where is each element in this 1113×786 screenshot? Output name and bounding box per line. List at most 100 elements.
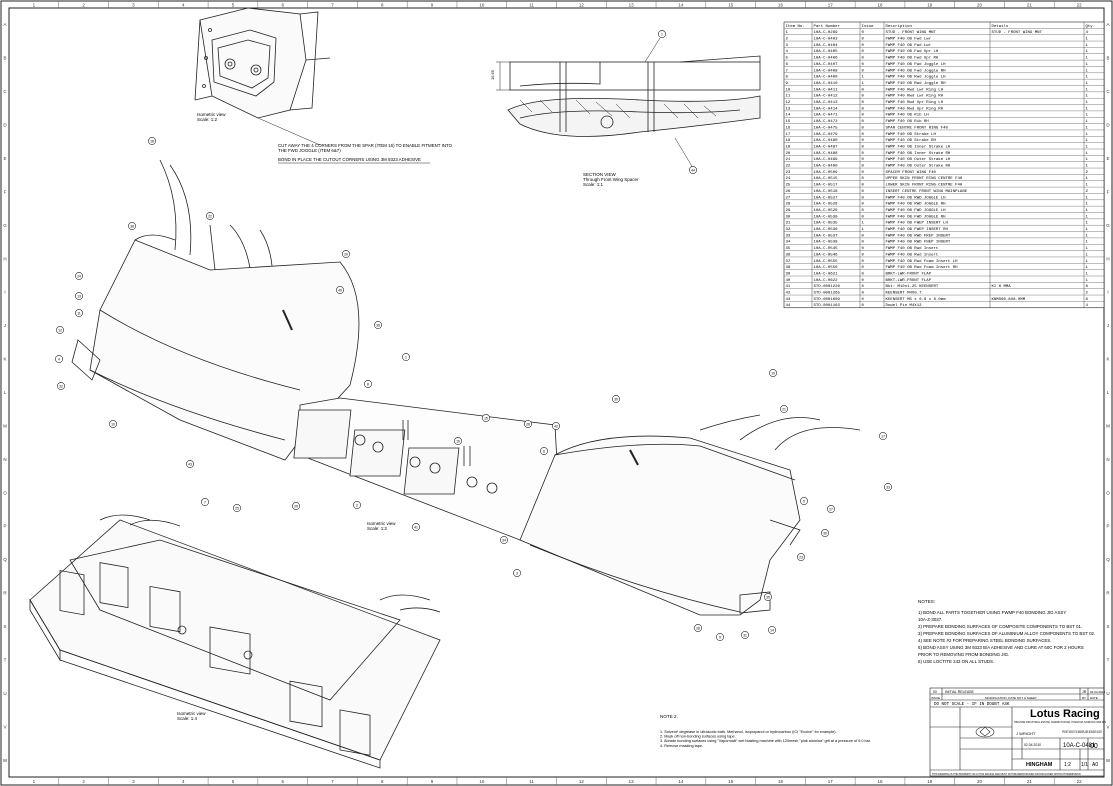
bom-cell: 10A-C-0517 bbox=[814, 184, 839, 188]
bom-cell: FWMP F40 OB FWD JOGGLE LH bbox=[886, 209, 947, 213]
drawing-number: 10A-C-0481 bbox=[1063, 743, 1096, 749]
bom-cell: 10A-C-0475 bbox=[814, 126, 839, 130]
svg-text:34: 34 bbox=[502, 538, 506, 542]
bom-cell: 0 bbox=[862, 304, 865, 308]
bom-cell: FWMP F40 OB Rwd Joggle RH bbox=[886, 81, 947, 86]
bom-cell: 0 bbox=[862, 63, 865, 67]
bom-cell: FWMP F40 OB Inner Strake RH bbox=[886, 151, 951, 156]
callout-balloon: 44 bbox=[689, 166, 697, 174]
svg-text:41: 41 bbox=[414, 525, 418, 529]
bom-cell: FWMP F40 OB RWD FNEP INSERT bbox=[886, 241, 951, 245]
zone-letter-right: E bbox=[1106, 156, 1109, 161]
svg-text:2: 2 bbox=[356, 503, 358, 507]
bom-cell: 21 bbox=[786, 158, 791, 162]
zone-number-bottom: 1 bbox=[33, 779, 36, 784]
zone-letter-left: M bbox=[3, 423, 7, 428]
bom-cell: 1 bbox=[862, 222, 865, 226]
notes-heading: NOTES: bbox=[918, 599, 935, 604]
bom-cell: 1 bbox=[1086, 272, 1089, 276]
callout-balloon: 2 bbox=[353, 501, 361, 509]
bom-cell: 10A-C-0530 bbox=[814, 215, 839, 219]
svg-text:36: 36 bbox=[376, 323, 380, 327]
note-item: 10A-Z-3037. bbox=[918, 617, 942, 622]
zone-letter-right: T bbox=[1107, 657, 1110, 662]
callout-balloon: 1 bbox=[402, 353, 410, 361]
bom-cell: FWMP F40 Rwd Lwr Ring RH bbox=[886, 94, 944, 99]
svg-text:26: 26 bbox=[526, 422, 530, 426]
bom-cell: 20 bbox=[786, 152, 791, 156]
note-item: 2) PREPARE BONDING SURFACES OF COMPOSITE… bbox=[918, 624, 1082, 629]
bom-cell: 0 bbox=[862, 190, 865, 194]
bom-cell: FWMP F40 OB Strake LH bbox=[886, 132, 937, 137]
zone-number-top: 20 bbox=[977, 3, 983, 8]
bom-cell: 33 bbox=[786, 234, 791, 238]
bom-cell: 4 bbox=[1086, 304, 1089, 308]
zone-number-top: 14 bbox=[678, 3, 684, 8]
bom-cell: Details bbox=[992, 24, 1009, 29]
svg-text:23: 23 bbox=[799, 555, 803, 559]
svg-text:24: 24 bbox=[77, 274, 81, 278]
svg-text:42: 42 bbox=[554, 424, 558, 428]
callout-balloon: 16 bbox=[454, 437, 462, 445]
zone-number-top: 7 bbox=[331, 3, 334, 8]
bom-cell: 10A-C-0535 bbox=[814, 222, 839, 226]
svg-text:3: 3 bbox=[516, 571, 518, 575]
bom-cell: LOWER SKIN FRONT RING CENTRE F40 bbox=[886, 184, 963, 188]
zone-number-top: 13 bbox=[629, 3, 635, 8]
zone-number-top: 19 bbox=[927, 3, 933, 8]
bom-cell: UPPER SKIN FRONT RING CENTRE F40 bbox=[886, 177, 963, 181]
bom-cell: 10A-C-0406 bbox=[814, 57, 839, 61]
zone-number-bottom: 16 bbox=[778, 779, 784, 784]
bom-cell: FWMP F40 OB Outer Strake RH bbox=[886, 164, 951, 169]
bom-cell: 43 bbox=[786, 298, 791, 302]
bom-cell: 0 bbox=[862, 44, 865, 48]
bom-cell: 1 bbox=[1086, 184, 1089, 188]
bom-cell: Bkt: M10x1.25 KEENSERT bbox=[886, 284, 939, 289]
bom-cell: 44 bbox=[786, 304, 791, 308]
bom-cell: SPAR CENTRE FRONT RING F40 bbox=[886, 126, 949, 130]
zone-letter-right: L bbox=[1107, 390, 1110, 395]
bom-cell: 10A-C-0537 bbox=[814, 234, 839, 238]
bom-cell: 0 bbox=[862, 114, 865, 118]
bom-cell: 1 bbox=[1086, 50, 1089, 54]
zone-number-bottom: 7 bbox=[331, 779, 334, 784]
callout-balloon: 29 bbox=[292, 502, 300, 510]
bom-cell: 0 bbox=[862, 298, 865, 302]
bom-cell: 0 bbox=[862, 171, 865, 175]
title-block-texts: 00 INITIAL RELEASE JR 02.04.2010 ISSUE M… bbox=[931, 690, 1105, 700]
callout-balloon: 21 bbox=[780, 405, 788, 413]
zone-number-bottom: 14 bbox=[678, 779, 684, 784]
iso-center-scale: Scale: 1:2 bbox=[367, 526, 388, 531]
bom-cell: STUD - FRONT WING MNT bbox=[992, 31, 1043, 35]
bom-cell: 38 bbox=[786, 266, 791, 270]
zone-number-bottom: 4 bbox=[182, 779, 185, 784]
bom-cell: 0 bbox=[862, 145, 865, 149]
bom-cell: 10A-C-0529 bbox=[814, 209, 839, 213]
zone-letter-right: R bbox=[1106, 591, 1110, 596]
callout-balloon: 35 bbox=[764, 593, 772, 601]
callout-balloon: 9 bbox=[716, 633, 724, 641]
bom-cell: FWMP F40 OB Rwd Insert bbox=[886, 246, 939, 251]
bom-cell: 1 bbox=[1086, 152, 1089, 156]
bom-cell: 1 bbox=[1086, 44, 1089, 48]
zone-number-top: 12 bbox=[579, 3, 585, 8]
bom-cell: Item No. bbox=[786, 25, 805, 29]
svg-text:25: 25 bbox=[235, 506, 239, 510]
zone-number-bottom: 10 bbox=[479, 779, 485, 784]
zone-letter-right: A bbox=[1106, 22, 1109, 27]
lotus-logo-icon bbox=[975, 726, 995, 738]
bom-cell: Issue bbox=[862, 25, 875, 29]
zone-number-bottom: 9 bbox=[431, 779, 434, 784]
bom-cell: 10A-C-0490 bbox=[814, 165, 839, 169]
callout-balloon: 40 bbox=[336, 286, 344, 294]
bom-cell: FWMP F40 OB Fwd Lwr bbox=[886, 43, 932, 48]
bom-cell: 16 bbox=[786, 126, 791, 130]
